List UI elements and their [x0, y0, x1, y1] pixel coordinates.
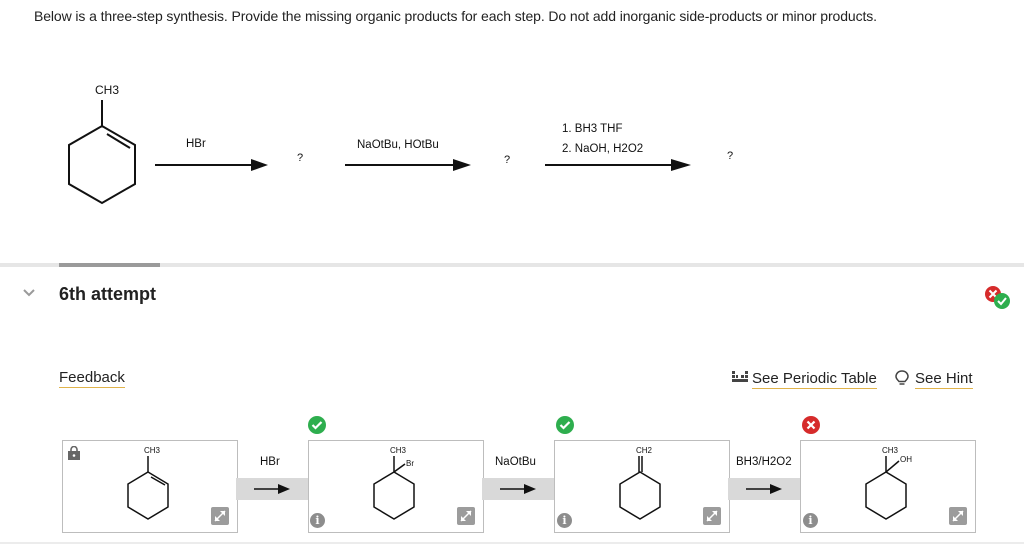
answer-box-2[interactable]: CH3 Br [308, 440, 484, 533]
answer-reagent-1: HBr [260, 456, 280, 468]
step1-arrow-icon [155, 159, 268, 171]
check-icon [308, 416, 326, 434]
step2-arrow-icon [345, 159, 471, 171]
expand-icon[interactable] [457, 507, 475, 525]
bottom-divider [0, 542, 1024, 544]
answer-structure-1: CH3 [127, 446, 169, 520]
see-hint-link[interactable]: See Hint [915, 370, 973, 389]
periodic-table-icon [732, 371, 748, 382]
step2-reagent: NaOtBu, HOtBu [357, 139, 439, 151]
info-icon[interactable]: i [557, 513, 572, 528]
info-icon[interactable]: i [803, 513, 818, 528]
check-icon [556, 416, 574, 434]
step3-reagent-line2: 2. NaOH, H2O2 [562, 143, 644, 155]
see-periodic-table-link[interactable]: See Periodic Table [752, 370, 877, 389]
chevron-down-icon[interactable] [22, 288, 36, 298]
box4-oh-label: OH [900, 455, 912, 464]
step1-reagent: HBr [186, 138, 206, 150]
expand-icon[interactable] [211, 507, 229, 525]
x-icon [802, 416, 820, 434]
expand-icon[interactable] [703, 507, 721, 525]
box2-br-label: Br [406, 459, 414, 468]
box4-ch3-label: CH3 [882, 446, 899, 455]
box3-ch2-label: CH2 [636, 446, 653, 455]
answer-reagent-2: NaOtBu [495, 456, 536, 468]
lock-icon [68, 446, 80, 460]
arrow-band-3 [728, 478, 800, 500]
question-text: Below is a three-step synthesis. Provide… [34, 8, 877, 24]
progress-divider [59, 263, 160, 267]
answer-reagent-3: BH3/H2O2 [736, 456, 792, 468]
arrow-right-icon [746, 484, 782, 494]
start-ch3-label: CH3 [95, 83, 119, 97]
step2-product-placeholder: ? [504, 154, 511, 166]
step1-product-placeholder: ? [297, 152, 304, 164]
box1-ch3-label: CH3 [144, 446, 161, 455]
answer-structure-3: CH2 [619, 446, 661, 520]
answer-box-3[interactable]: CH2 [554, 440, 730, 533]
arrow-right-icon [500, 484, 536, 494]
expand-icon[interactable] [949, 507, 967, 525]
section-divider [0, 263, 1024, 267]
arrow-band-1 [236, 478, 308, 500]
attempt-title: 6th attempt [59, 284, 157, 304]
answer-structure-4: CH3 OH [865, 446, 912, 520]
starting-material-structure: CH3 [68, 83, 136, 205]
step3-product-placeholder: ? [727, 150, 734, 162]
step3-arrow-icon [545, 159, 691, 171]
feedback-link[interactable]: Feedback [59, 369, 125, 388]
step3-reagent-line1: 1. BH3 THF [562, 123, 623, 135]
answer-structure-2: CH3 Br [373, 446, 415, 520]
answer-box-4[interactable]: CH3 OH [800, 440, 976, 533]
lightbulb-icon [895, 370, 909, 385]
answer-box-start: CH3 [62, 440, 238, 533]
arrow-right-icon [254, 484, 290, 494]
box2-ch3-label: CH3 [390, 446, 407, 455]
arrow-band-2 [482, 478, 554, 500]
status-badge-icon [985, 286, 1010, 309]
info-icon[interactable]: i [310, 513, 325, 528]
